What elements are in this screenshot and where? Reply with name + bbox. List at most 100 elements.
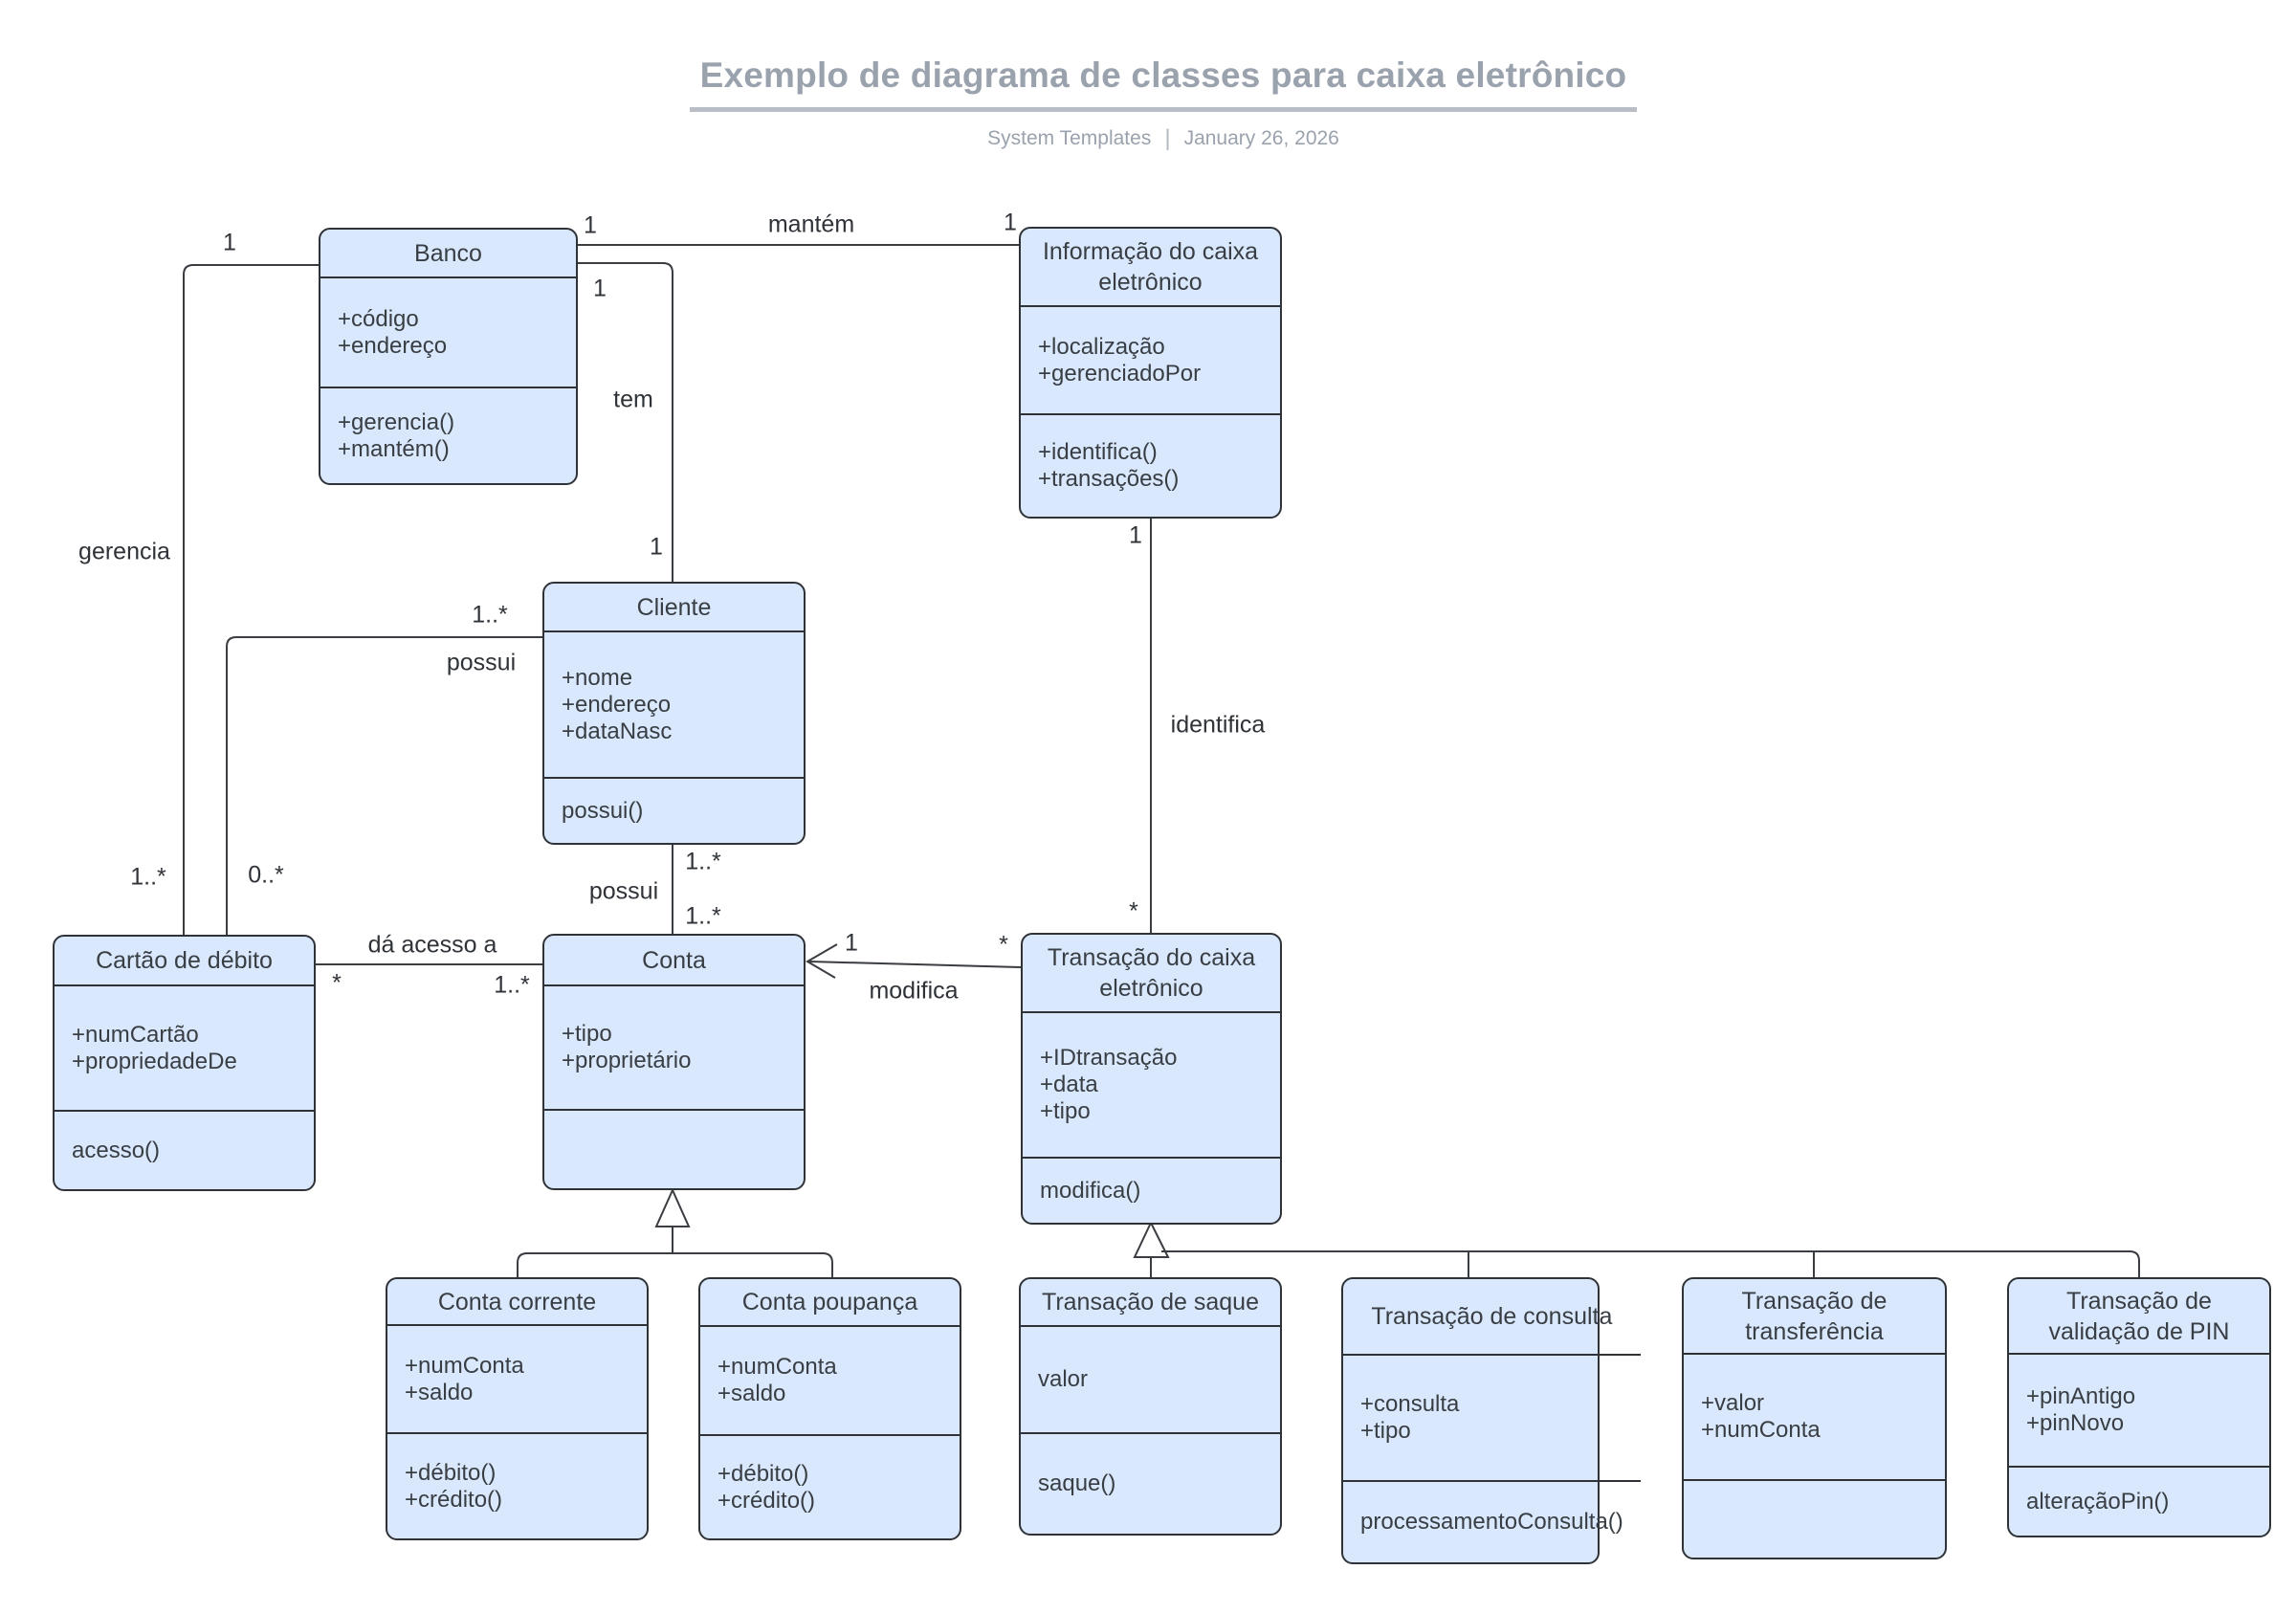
edge-label-mantem: mantém	[767, 210, 855, 238]
multiplicity-possui-cliente: 1..*	[472, 601, 508, 629]
class-methods	[1684, 1479, 1945, 1558]
class-conta[interactable]: Conta +tipo+proprietário	[542, 934, 806, 1190]
member-line: +tipo	[562, 1021, 612, 1047]
class-title: Cliente	[636, 593, 712, 621]
class-cliente[interactable]: Cliente +nome+endereço+dataNasc possui()	[542, 582, 806, 845]
class-attributes: +pinAntigo+pinNovo	[2009, 1353, 2269, 1466]
class-attributes: +IDtransação+data+tipo	[1023, 1011, 1280, 1157]
class-attributes: +valor+numConta	[1684, 1353, 1945, 1479]
member-line: +gerencia()	[338, 409, 455, 435]
diagram-subtitle: System Templates | January 26, 2026	[690, 125, 1637, 152]
title-underline	[690, 107, 1637, 112]
member-line: processamentoConsulta()	[1360, 1509, 1623, 1535]
subtitle-separator: |	[1164, 125, 1171, 151]
multiplicity-modifica-transacao: *	[999, 931, 1008, 959]
multiplicity-da-acesso-conta: 1..*	[494, 971, 530, 999]
edge-possui-cartao	[226, 636, 542, 935]
class-attributes: +tipo+proprietário	[544, 984, 804, 1109]
member-line: +débito()	[718, 1460, 809, 1487]
member-line: +código	[338, 305, 419, 332]
multiplicity-modifica-conta: 1	[845, 929, 858, 957]
class-methods: acesso()	[55, 1110, 314, 1189]
class-title: Conta	[642, 946, 706, 974]
member-line: +saldo	[405, 1379, 474, 1405]
edge-tem	[578, 262, 673, 582]
class-methods	[544, 1109, 804, 1188]
class-title: Transação de saque	[1041, 1289, 1259, 1316]
class-cartao-debito[interactable]: Cartão de débito +numCartão+propriedadeD…	[53, 935, 316, 1191]
diagram-header: Exemplo de diagrama de classes para caix…	[690, 55, 1637, 152]
member-line: +transações()	[1038, 466, 1180, 492]
member-line: +dataNasc	[562, 718, 673, 744]
multiplicity-tem-banco: 1	[593, 275, 607, 302]
multiplicity-identifica-transacao: *	[1129, 897, 1138, 925]
class-title: Conta corrente	[437, 1288, 597, 1316]
multiplicity-mantem-banco: 1	[584, 211, 597, 239]
class-methods: saque()	[1021, 1432, 1280, 1534]
multiplicity-gerencia-cartao: 1..*	[130, 863, 166, 891]
class-methods: +identifica()+transações()	[1021, 413, 1280, 517]
class-attributes: +código+endereço	[320, 276, 576, 387]
class-methods: alteraçãoPin()	[2009, 1466, 2269, 1536]
class-title: Conta poupança	[741, 1289, 918, 1316]
member-line: +crédito()	[718, 1487, 816, 1514]
class-transacao-saque[interactable]: Transação de saque valor saque()	[1019, 1277, 1282, 1536]
member-line: +IDtransação	[1040, 1045, 1178, 1071]
class-transacao-validacao-pin[interactable]: Transação de validação de PIN +pinAntigo…	[2007, 1277, 2271, 1537]
member-line: +propriedadeDe	[72, 1048, 237, 1074]
class-transacao-consulta[interactable]: Transação de consulta +consulta+tipo pro…	[1341, 1277, 1641, 1564]
member-line: valor	[1038, 1366, 1089, 1392]
class-conta-corrente[interactable]: Conta corrente +numConta+saldo +débito()…	[386, 1277, 649, 1540]
edge-gerencia	[183, 264, 319, 935]
class-attributes: valor	[1021, 1325, 1280, 1432]
class-methods: possui()	[544, 777, 804, 843]
class-attributes: +localização+gerenciadoPor	[1021, 305, 1280, 413]
member-line: +numConta	[718, 1354, 837, 1380]
class-conta-poupanca[interactable]: Conta poupança +numConta+saldo +débito()…	[698, 1277, 961, 1540]
multiplicity-identifica-info: 1	[1129, 521, 1142, 549]
multiplicity-tem-cliente: 1	[650, 533, 663, 561]
class-methods: modifica()	[1023, 1157, 1280, 1223]
class-methods: +gerencia()+mantém()	[320, 387, 576, 483]
class-title: Transação do caixa eletrônico	[1047, 944, 1256, 1002]
member-line: +pinNovo	[2026, 1410, 2125, 1436]
member-line: +numCartão	[72, 1021, 199, 1048]
member-line: +pinAntigo	[2026, 1383, 2136, 1409]
member-line: alteraçãoPin()	[2026, 1488, 2170, 1515]
class-transacao-transferencia[interactable]: Transação de transferência +valor+numCon…	[1682, 1277, 1947, 1559]
member-line: +gerenciadoPor	[1038, 360, 1202, 387]
member-line: possui()	[562, 797, 644, 824]
class-attributes: +numCartão+propriedadeDe	[55, 984, 314, 1110]
multiplicity-possui-conta-cliente: 1..*	[685, 848, 721, 875]
member-line: +valor	[1701, 1390, 1765, 1416]
multiplicity-possui-cartao-end: 0..*	[248, 861, 284, 889]
member-line: +proprietário	[562, 1048, 692, 1073]
member-line: +tipo	[1360, 1418, 1411, 1444]
class-title: Cartão de débito	[96, 947, 273, 974]
class-title: Informação do caixa eletrônico	[1042, 238, 1259, 296]
multiplicity-da-acesso-cartao: *	[332, 969, 342, 997]
member-line: +nome	[562, 664, 633, 691]
class-informacao-caixa[interactable]: Informação do caixa eletrônico +localiza…	[1019, 227, 1282, 519]
class-title: Transação de consulta	[1371, 1303, 1613, 1330]
class-title: Transação de transferência	[1741, 1287, 1888, 1345]
member-line: modifica()	[1040, 1177, 1141, 1204]
member-line: acesso()	[72, 1137, 161, 1163]
member-line: saque()	[1038, 1470, 1116, 1496]
multiplicity-gerencia-banco: 1	[223, 229, 236, 256]
member-line: +data	[1040, 1072, 1098, 1097]
class-banco[interactable]: Banco +código+endereço +gerencia()+manté…	[319, 228, 578, 485]
class-transacao-caixa[interactable]: Transação do caixa eletrônico +IDtransaç…	[1021, 933, 1282, 1225]
class-methods: +débito()+crédito()	[700, 1434, 960, 1538]
member-line: +numConta	[1701, 1417, 1821, 1443]
member-line: +consulta	[1360, 1391, 1460, 1417]
gen-conta-bar	[517, 1252, 833, 1277]
class-methods: processamentoConsulta()	[1343, 1480, 1641, 1562]
class-title: Banco	[414, 239, 482, 267]
class-attributes: +numConta+saldo	[387, 1324, 647, 1432]
member-line: +tipo	[1040, 1098, 1091, 1124]
member-line: +endereço	[562, 691, 672, 718]
edge-label-identifica: identifica	[1170, 711, 1266, 739]
